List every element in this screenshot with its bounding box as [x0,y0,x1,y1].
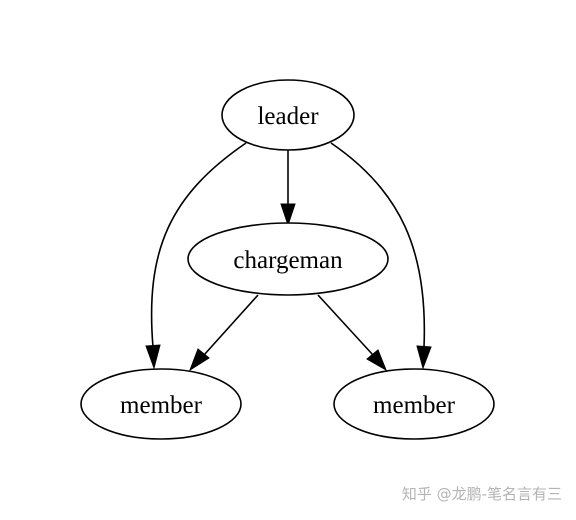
node-member-left: member [80,368,242,440]
edge-chargeman-member-right [317,294,374,356]
node-member-right: member [333,368,495,440]
watermark-text: 知乎 @龙鹏-笔名言有三 [401,485,562,503]
node-chargeman-label: chargeman [233,247,343,274]
node-member-left-label: member [120,392,203,419]
node-leader-label: leader [257,103,319,130]
arrowhead-leader-member-right [416,345,432,370]
arrowhead-leader-chargeman [280,203,296,227]
node-leader: leader [221,79,355,151]
node-member-right-label: member [373,392,456,419]
arrowhead-chargeman-member-left [188,348,210,372]
edge-leader-member-right [330,142,426,348]
arrowhead-chargeman-member-right [366,349,388,372]
edge-chargeman-member-left [203,294,259,356]
node-chargeman: chargeman [187,222,389,296]
edge-leader-member-left [150,142,247,348]
arrowhead-leader-member-left [145,344,161,370]
